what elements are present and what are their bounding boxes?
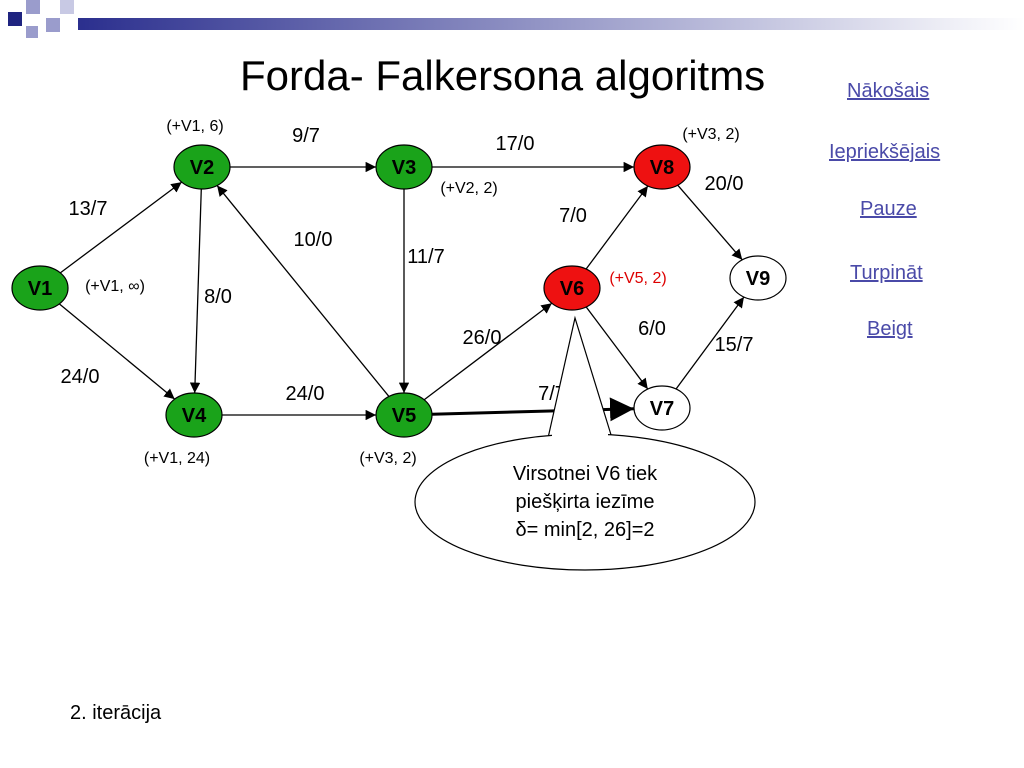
edge-v8-v9 [677, 184, 743, 261]
edge-label-v7-v9: 15/7 [715, 334, 754, 356]
node-tag-v2: (+V1, 6) [166, 118, 223, 135]
end-link[interactable]: Beigt [867, 318, 913, 340]
previous-link[interactable]: Iepriekšējais [829, 141, 941, 163]
node-v2: V2 [173, 144, 231, 190]
edge-v1-v2 [59, 181, 183, 274]
continue-link[interactable]: Turpināt [850, 262, 923, 284]
node-label: V8 [650, 157, 674, 179]
callout-joint-mask [552, 430, 608, 442]
iteration-label: 2. iterācija [70, 702, 162, 724]
edge-label-v3-v5: 11/7 [407, 246, 444, 268]
node-label: V4 [182, 405, 207, 427]
edge-label-v1-v2: 13/7 [69, 198, 108, 220]
node-tag-v1: (+V1, ∞) [85, 278, 145, 295]
node-circle [543, 265, 601, 311]
node-label: V6 [560, 278, 584, 300]
slide-title: Forda- Falkersona algoritms [240, 52, 766, 99]
callout-bubble: Virsotnei V6 tiek piešķirta iezīme δ= min[… [414, 315, 756, 571]
node-circle [11, 265, 69, 311]
node-v8: V8 [633, 144, 691, 190]
node-tag-v8: (+V3, 2) [682, 126, 739, 143]
callout-line: δ= min[2, 26]=2 [516, 519, 655, 541]
node-tag-v5: (+V3, 2) [359, 450, 416, 467]
edge-label-v6-v8: 7/0 [559, 205, 587, 227]
node-v1: V1 [11, 265, 69, 311]
pause-link[interactable]: Pauze [860, 198, 917, 220]
node-label: V1 [28, 278, 52, 300]
node-v6: V6 [543, 265, 601, 311]
edge-label-v2-v4: 8/0 [204, 286, 232, 308]
callout-line: Virsotnei V6 tiek [513, 463, 658, 485]
node-circle [633, 144, 691, 190]
edge-label-v2-v3: 9/7 [292, 125, 320, 147]
node-circle [375, 144, 433, 190]
edge-label-v4-v5: 24/0 [286, 383, 325, 405]
edge-v2-v4 [189, 188, 202, 394]
node-v9: V9 [729, 255, 787, 301]
node-v4: V4 [165, 392, 223, 438]
node-label: V9 [746, 268, 770, 290]
callout-line: piešķirta iezīme [516, 491, 655, 513]
next-link[interactable]: Nākošais [847, 80, 930, 102]
node-tag-v3: (+V2, 2) [440, 180, 497, 197]
node-circle [375, 392, 433, 438]
edge-label-v3-v8: 17/0 [496, 133, 535, 155]
node-circle [173, 144, 231, 190]
edge-v7-v9 [675, 296, 745, 390]
edge-label-v1-v4: 24/0 [61, 366, 100, 388]
edge-label-v5-v2: 10/0 [294, 229, 333, 251]
edge-label-v5-v6: 26/0 [463, 327, 502, 349]
node-circle [165, 392, 223, 438]
edge-v6-v8 [585, 185, 649, 270]
edge-v1-v4 [58, 303, 176, 400]
edge-v5-v2 [216, 185, 390, 397]
node-label: V7 [650, 398, 674, 420]
node-v7: V7 [633, 385, 691, 431]
node-circle [729, 255, 787, 301]
node-v3: V3 [375, 144, 433, 190]
edge-v6-v7 [585, 306, 649, 390]
callout-pointer [547, 315, 613, 439]
edge-label-v8-v9: 20/0 [705, 173, 744, 195]
node-tag-v4: (+V1, 24) [144, 450, 210, 467]
decorative-header-squares [0, 0, 1024, 38]
node-label: V3 [392, 157, 416, 179]
node-tag-v6: (+V5, 2) [609, 270, 666, 287]
node-circle [633, 385, 691, 431]
edge-v5-v6 [423, 302, 553, 401]
node-v5: V5 [375, 392, 433, 438]
node-label: V5 [392, 405, 416, 427]
edge-label-v6-v7: 6/0 [638, 318, 666, 340]
node-label: V2 [190, 157, 214, 179]
